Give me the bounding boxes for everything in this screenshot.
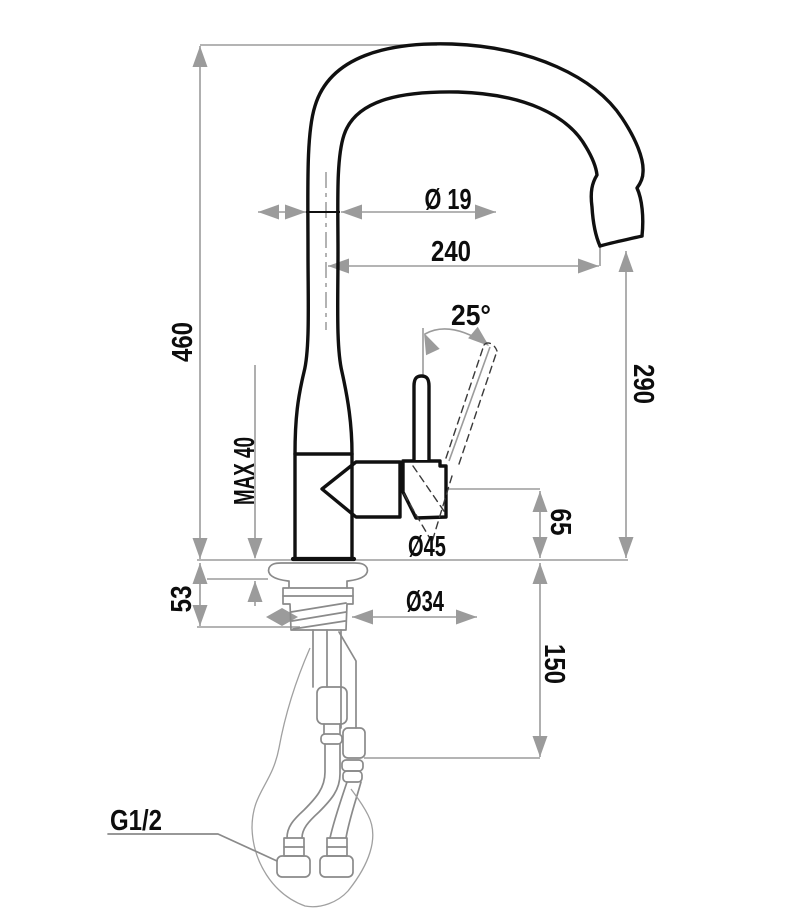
pull-out-hose-loop	[251, 647, 374, 908]
thread-leader-line	[107, 833, 278, 862]
shank-diameter-label: Ø34	[406, 586, 444, 618]
deck-thickness-label: MAX 40	[229, 437, 261, 505]
below-deck-label: 53	[166, 586, 198, 613]
supply-hoses	[276, 629, 366, 878]
handle-lever	[412, 374, 431, 462]
spout-joint	[320, 460, 402, 519]
handle-rotated-ghost	[403, 342, 498, 543]
hose-drop-label: 150	[538, 644, 570, 684]
handle-angle-label: 25°	[451, 300, 491, 332]
reach-label: 240	[431, 236, 471, 268]
valve-cartridge	[401, 459, 448, 520]
spout-diameter-label: Ø 19	[425, 184, 472, 216]
faucet-body	[290, 42, 645, 562]
body-to-deck-label: 65	[544, 509, 576, 536]
spout-outer-outline	[293, 42, 645, 561]
spout-inner-outline	[335, 90, 602, 561]
shank-dimension-diamond	[266, 608, 298, 626]
dimension-labels: Ø 19 240 25° Ø45 Ø34 G1/2 460 MAX 40 53 …	[110, 184, 659, 837]
base-flange-and-shank	[267, 562, 369, 631]
total-height-label: 460	[167, 322, 199, 362]
thread-size-label: G1/2	[110, 805, 162, 837]
outlet-height-label: 290	[627, 364, 659, 404]
spray-head-tip	[598, 234, 644, 248]
body-diameter-label: Ø45	[408, 531, 446, 563]
